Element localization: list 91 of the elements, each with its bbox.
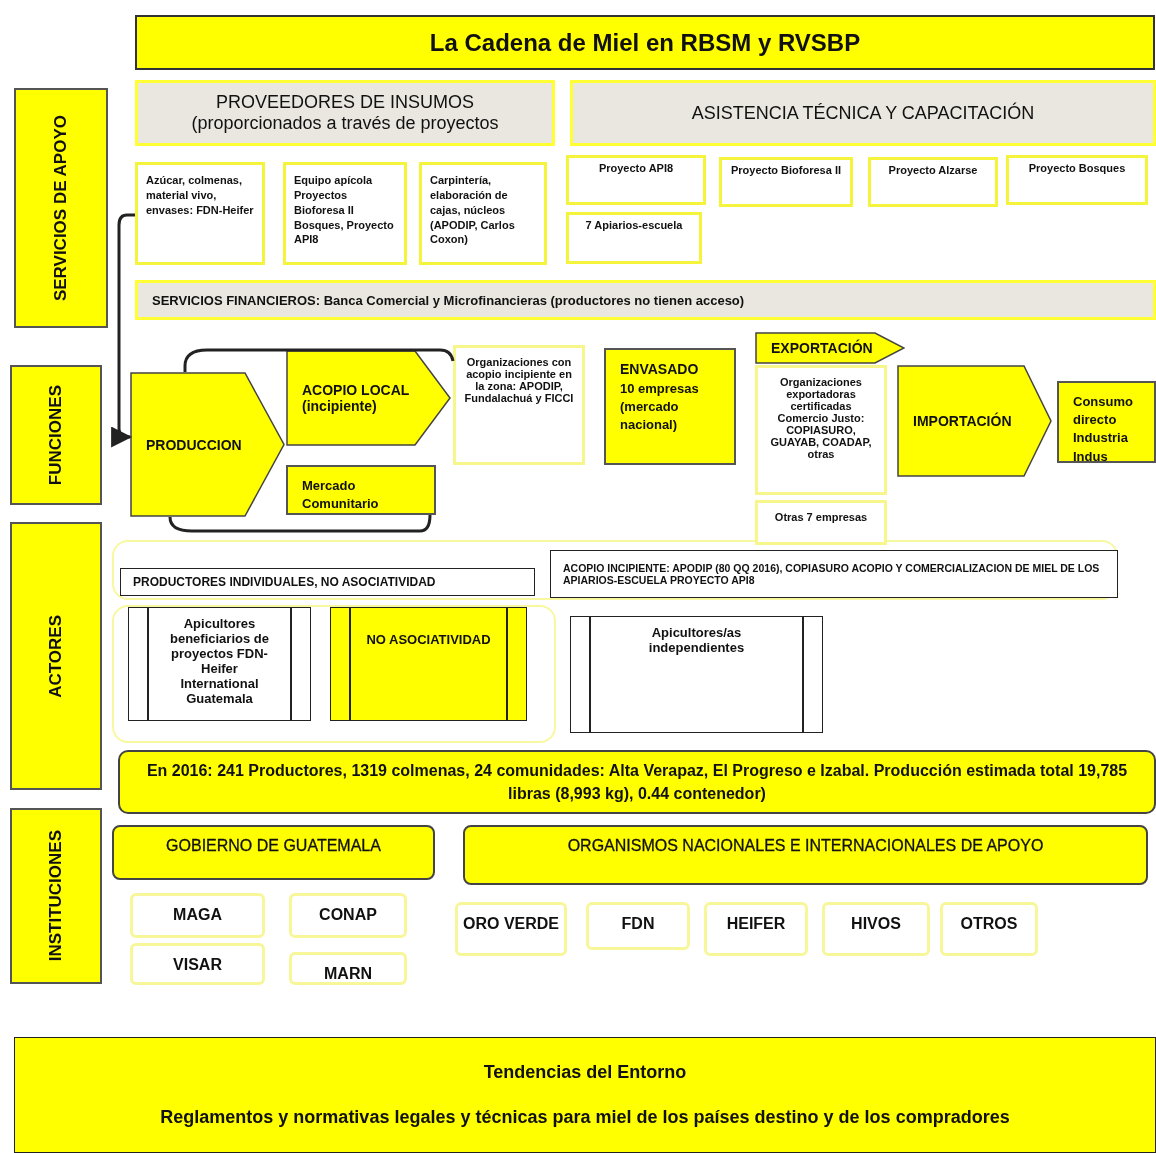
info-box — [755, 500, 887, 545]
box-label: Organizaciones con acopio incipiente en la zona: APODIP, Fundalachuá y FICCI — [463, 356, 575, 404]
actor-box — [128, 607, 311, 721]
box-label: ACOPIO INCIPIENTE: APODIP (80 QQ 2016), COPIASURO ACOPIO Y COMERCIALIZACION DE MIEL DE LOS APIARIOS-ESCUELA PROYECTO API8 — [563, 562, 1101, 586]
summary-box — [118, 750, 1156, 814]
institution-box — [940, 902, 1038, 956]
box-label: CONAP — [319, 906, 377, 924]
box-label: EXPORTACIÓN — [771, 340, 874, 356]
box-label: IMPORTACIÓN — [913, 413, 1013, 429]
category-band — [570, 80, 1156, 146]
box-label: FUNCIONES — [46, 384, 66, 486]
box-label: ACTORES — [46, 614, 66, 698]
box-label: GOBIERNO DE GUATEMALA — [166, 837, 381, 855]
section-label-box — [10, 365, 102, 505]
box-label: ORGANISMOS NACIONALES E INTERNACIONALES DE APOYO — [567, 837, 1044, 855]
box-label: MAGA — [173, 906, 222, 924]
box-label: Reglamentos y normativas legales y técnicas para miel de los países destino y de los compradores — [160, 1107, 1010, 1128]
box-label: Otras 7 empresas — [774, 511, 868, 523]
box-label: VISAR — [173, 956, 222, 974]
section-label-box — [10, 808, 102, 984]
box-label: 7 Apiarios-escuela — [585, 219, 683, 231]
actor-box — [330, 607, 527, 721]
institution-box — [455, 902, 567, 956]
institution-box — [704, 902, 808, 956]
box-label: HEIFER — [726, 915, 786, 933]
box-label: Proyecto Bosques — [1028, 162, 1126, 174]
box-label: Apicultores/as independientes — [647, 625, 746, 655]
box-label: ACOPIO LOCAL (incipiente) — [302, 382, 411, 414]
process-box — [286, 465, 436, 515]
box-label: OTROS — [960, 915, 1018, 933]
box-label: ASISTENCIA TÉCNICA Y CAPACITACIÓN — [691, 102, 1035, 124]
section-label-box — [14, 88, 108, 328]
category-band — [135, 80, 555, 146]
box-label: Mercado Comunitario — [302, 477, 380, 514]
box-label: PRODUCCION — [146, 436, 243, 453]
info-box — [453, 345, 585, 465]
institution-box — [822, 902, 930, 956]
institution-box — [130, 943, 265, 985]
box-label: SERVICIOS DE APOYO — [51, 114, 71, 302]
info-box — [419, 162, 547, 265]
diagram-title: La Cadena de Miel en RBSM y RVSBP — [429, 28, 861, 57]
box-label: Carpintería, elaboración de cajas, núcleos (APODIP, Carlos Coxon) — [430, 173, 516, 248]
box-label: En 2016: 241 Productores, 1319 colmenas, 24 comunidades: Alta Verapaz, El Progreso e Izabal. Producción estimada total 19,785 libras (8,993 kg), 0.44 contenedor) — [145, 760, 1129, 804]
box-label: SERVICIOS FINANCIEROS: Banca Comercial y Microfinancieras (productores no tienen acceso) — [152, 292, 745, 308]
box-label: MARN — [324, 965, 372, 983]
chevron-shape — [755, 332, 905, 364]
institution-box — [586, 902, 690, 950]
box-label: Equipo apícola Proyectos Bioforesa II Bosques, Proyecto API8 — [294, 173, 395, 248]
box-label: ORO VERDE — [463, 915, 559, 933]
chevron-shape — [130, 372, 285, 517]
category-band — [135, 280, 1156, 320]
box-heading: ENVASADO — [620, 360, 700, 379]
box-label: Apicultores beneficiarios de proyectos FDN-Heifer International Guatemala — [169, 616, 270, 706]
box-label: NO ASOCIATIVIDAD — [366, 632, 491, 647]
arrow — [110, 213, 135, 447]
institution-box — [289, 893, 407, 938]
footer-box — [14, 1037, 1156, 1153]
box-label: (proporcionados a través de proyectos — [191, 113, 499, 134]
header-box — [120, 568, 535, 596]
box-label: INSTITUCIONES — [46, 830, 66, 962]
box-label: Azúcar, colmenas, material vivo, envases: FDN-Heifer — [146, 173, 254, 218]
box-heading: PROVEEDORES DE INSUMOS — [215, 92, 474, 113]
process-box — [604, 348, 736, 465]
box-label: Proyecto Alzarse — [888, 164, 978, 176]
box-label: 10 empresas (mercado nacional) — [620, 379, 700, 434]
box-label: FDN — [621, 915, 655, 933]
section-label-box — [10, 522, 102, 790]
box-heading: Tendencias del Entorno — [483, 1062, 687, 1083]
box-label: Proyecto Bioforesa II — [730, 164, 841, 176]
category-box — [463, 825, 1148, 885]
info-box — [1006, 155, 1148, 205]
category-box — [112, 825, 435, 880]
info-box — [755, 365, 887, 495]
info-box — [566, 155, 706, 205]
institution-box — [289, 952, 407, 985]
process-box — [1057, 381, 1156, 463]
info-box — [868, 157, 998, 207]
info-box — [719, 157, 853, 207]
actor-box — [570, 616, 823, 733]
box-label: Consumo directo Industria Indus — [1073, 393, 1134, 466]
header-box — [550, 550, 1118, 598]
box-label: HIVOS — [851, 915, 901, 933]
box-label: PRODUCTORES INDIVIDUALES, NO ASOCIATIVIDAD — [133, 575, 437, 589]
institution-box — [130, 893, 265, 938]
chevron-shape — [286, 350, 451, 446]
info-box — [283, 162, 407, 265]
box-label: Organizaciones exportadoras certificadas Comercio Justo: COPIASURO, GUAYAB, COADAP, otras — [769, 376, 873, 460]
info-box — [566, 212, 702, 264]
chevron-shape — [897, 365, 1052, 477]
info-box — [135, 162, 265, 265]
box-label: Proyecto API8 — [598, 162, 674, 174]
